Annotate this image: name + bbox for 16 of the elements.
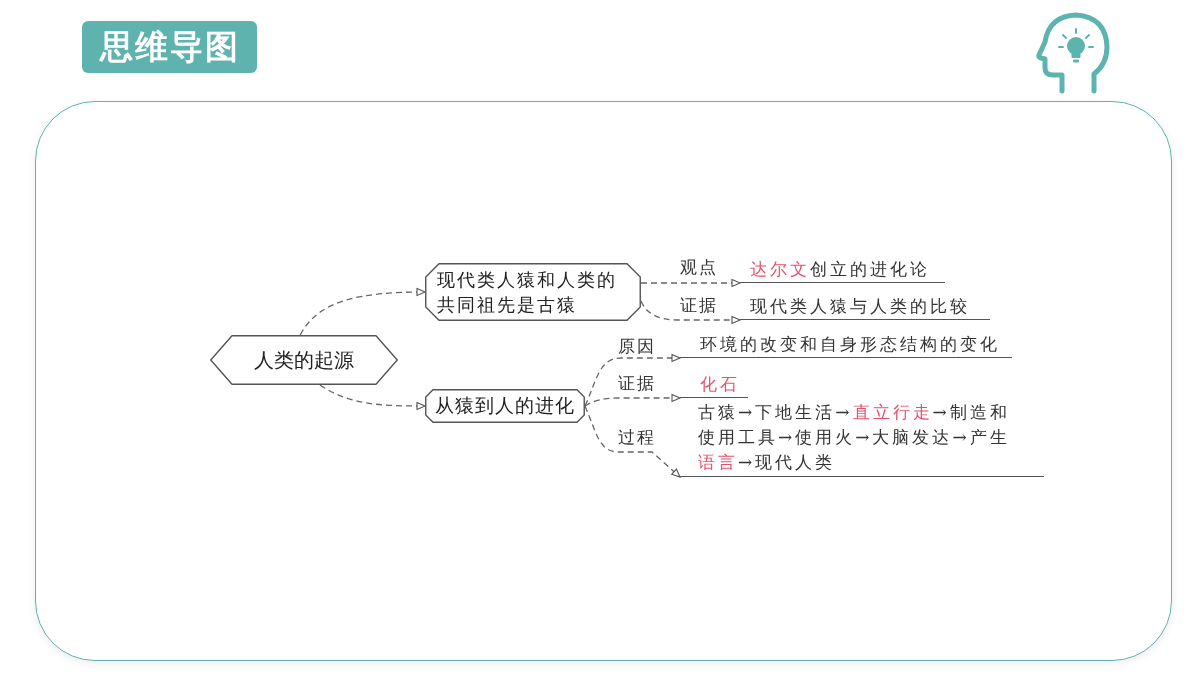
- underlined-text: 化石: [680, 372, 748, 398]
- edge-label: 证据: [680, 294, 718, 316]
- underlined-text: 达尔文创立的进化论: [740, 257, 945, 283]
- underlined-text: 环境的改变和自身形态结构的变化: [680, 332, 1012, 358]
- dashed-arrow: [640, 278, 741, 288]
- underlined-text: 古猿→下地生活→直立行走→制造和使用工具→使用火→大脑发达→产生语言→现代人类: [680, 400, 1044, 477]
- edge-label: 过程: [618, 426, 656, 448]
- dashed-arrow: [640, 300, 741, 325]
- edge-label: 观点: [680, 256, 718, 278]
- dashed-arrow: [319, 384, 426, 411]
- dashed-arrow: [299, 288, 426, 336]
- underlined-text: 现代类人猿与人类的比较: [740, 294, 990, 320]
- edge-label: 原因: [618, 335, 656, 357]
- edge-label: 证据: [618, 372, 656, 394]
- dashed-arrow: [584, 393, 681, 407]
- title-banner: 思维导图: [82, 21, 257, 73]
